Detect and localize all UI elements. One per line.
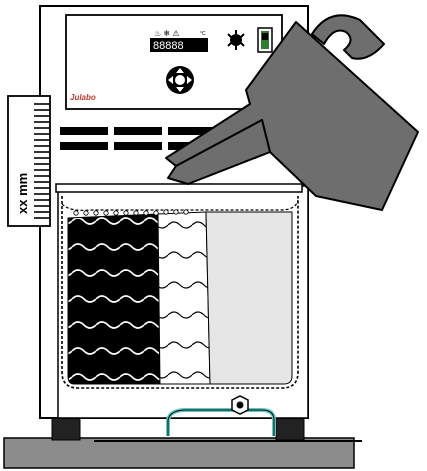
pump-fan-icon (227, 30, 245, 50)
base-plate (3, 437, 355, 469)
display-unit: °C (200, 31, 206, 37)
liquid-light (205, 211, 293, 385)
pouring-pitcher (165, 14, 419, 211)
carry-handle-outline (167, 409, 275, 436)
led-readout: 88888 (153, 40, 184, 52)
brand-logo: Julabo (70, 93, 96, 102)
liquid-dark (67, 213, 161, 385)
fill-level-line (61, 199, 299, 211)
bubble-row (73, 209, 189, 216)
led-display (150, 38, 208, 52)
pitcher-spout (167, 119, 271, 185)
liquid-wavy (157, 211, 211, 385)
nav-pad-icon[interactable] (166, 66, 194, 94)
status-symbols: ♨ ❄ ⚠ (154, 29, 180, 38)
bath-rim (55, 183, 303, 193)
power-switch-icon[interactable] (257, 27, 273, 53)
scale-label: xx mm (15, 173, 30, 214)
level-scale: xx mm (7, 95, 51, 227)
drain-valve-icon[interactable] (231, 395, 249, 415)
pitcher-handle (311, 14, 385, 60)
